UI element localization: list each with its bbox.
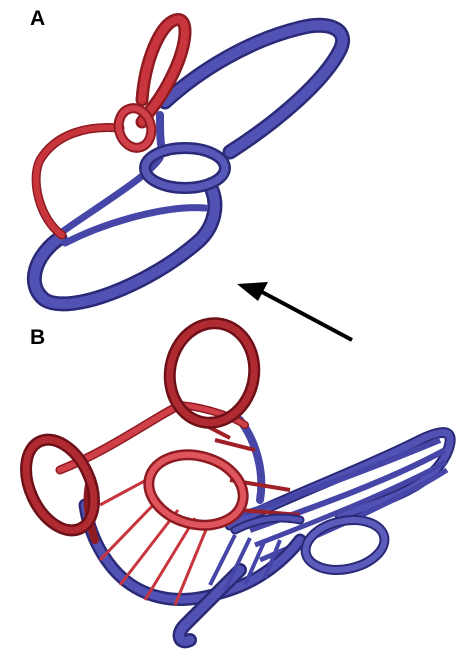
red-rung-3 bbox=[145, 518, 195, 600]
panel-b-structure bbox=[13, 316, 451, 641]
blue-vertical-strand bbox=[160, 115, 162, 150]
red-rung-1 bbox=[100, 500, 158, 560]
panel-a-structure bbox=[34, 19, 342, 303]
arrow-up-left-icon bbox=[237, 282, 352, 340]
red-rung-5 bbox=[100, 478, 150, 505]
